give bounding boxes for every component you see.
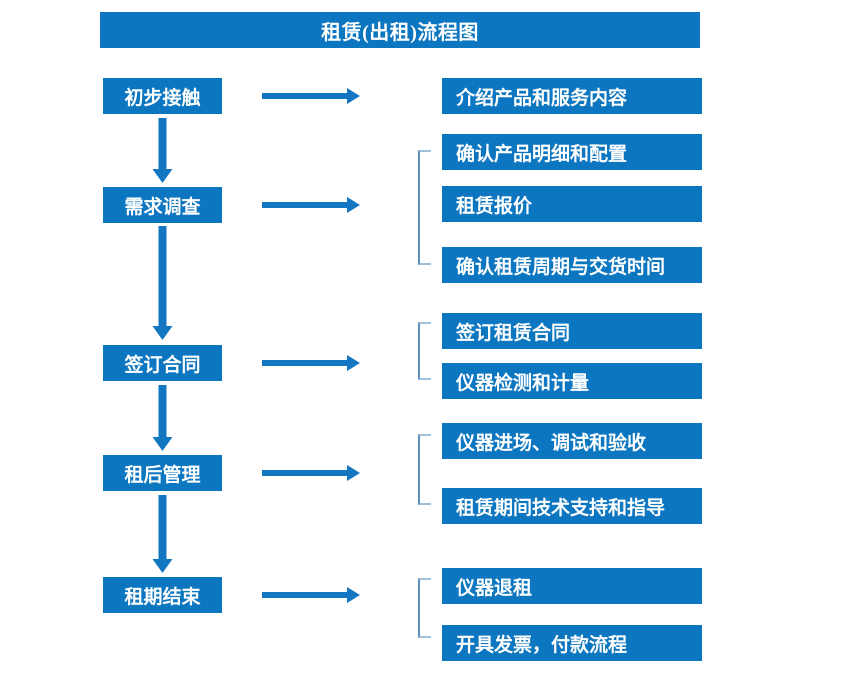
stage-node[interactable]: 租后管理	[103, 455, 222, 491]
vertical-flow-arrow	[152, 226, 173, 340]
stage-node[interactable]: 租期结束	[103, 577, 222, 613]
group-bracket	[418, 150, 431, 265]
group-bracket	[418, 434, 431, 505]
task-node[interactable]: 确认租赁周期与交货时间	[442, 247, 702, 283]
vertical-flow-arrow	[152, 385, 173, 451]
horizontal-flow-arrow	[262, 355, 360, 371]
task-node[interactable]: 开具发票，付款流程	[442, 625, 702, 661]
task-node[interactable]: 介绍产品和服务内容	[442, 78, 702, 114]
task-node[interactable]: 租赁报价	[442, 186, 702, 222]
task-node[interactable]: 仪器退租	[442, 568, 702, 604]
horizontal-flow-arrow	[262, 465, 360, 481]
stage-node[interactable]: 初步接触	[103, 78, 222, 114]
stage-node[interactable]: 签订合同	[103, 345, 222, 381]
task-node[interactable]: 签订租赁合同	[442, 313, 702, 349]
stage-node[interactable]: 需求调查	[103, 187, 222, 223]
vertical-flow-arrow	[152, 118, 173, 183]
task-node[interactable]: 租赁期间技术支持和指导	[442, 488, 702, 524]
group-bracket	[418, 578, 431, 638]
horizontal-flow-arrow	[262, 197, 360, 213]
horizontal-flow-arrow	[262, 587, 360, 603]
chart-title: 租赁(出租)流程图	[100, 12, 700, 48]
task-node[interactable]: 确认产品明细和配置	[442, 134, 702, 170]
vertical-flow-arrow	[152, 495, 173, 573]
horizontal-flow-arrow	[262, 88, 360, 104]
group-bracket	[418, 322, 431, 380]
task-node[interactable]: 仪器检测和计量	[442, 363, 702, 399]
task-node[interactable]: 仪器进场、调试和验收	[442, 423, 702, 459]
